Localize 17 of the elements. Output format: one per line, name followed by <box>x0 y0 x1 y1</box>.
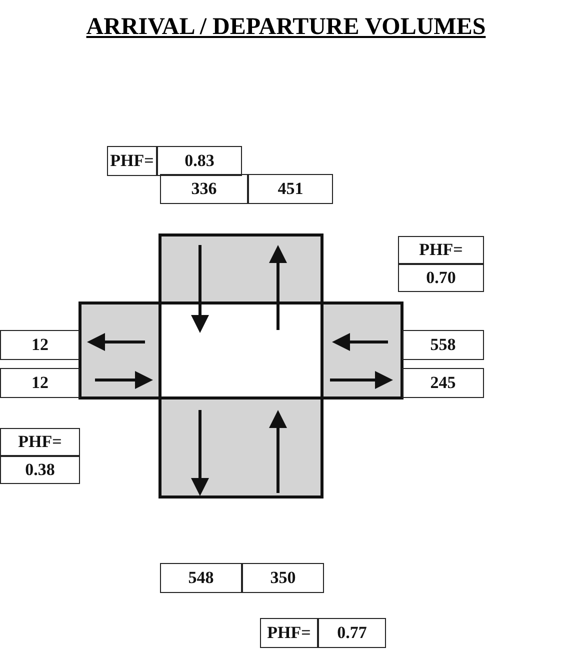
phf-label: PHF= <box>107 146 157 176</box>
phf-label: PHF= <box>398 236 484 264</box>
volume-value: 558 <box>402 330 484 360</box>
volume-value: 350 <box>242 563 324 593</box>
phf-label: PHF= <box>0 428 80 456</box>
volume-value: 451 <box>248 174 333 204</box>
volume-value: 12 <box>0 330 80 360</box>
title: ARRIVAL / DEPARTURE VOLUMES <box>85 14 487 41</box>
phf-value: 0.83 <box>157 146 242 176</box>
phf-label: PHF= <box>260 618 318 648</box>
volume-value: 12 <box>0 368 80 398</box>
volume-value: 548 <box>160 563 242 593</box>
volume-value: 245 <box>402 368 484 398</box>
phf-value: 0.70 <box>398 264 484 292</box>
phf-value: 0.77 <box>318 618 386 648</box>
phf-value: 0.38 <box>0 456 80 484</box>
volume-value: 336 <box>160 174 248 204</box>
